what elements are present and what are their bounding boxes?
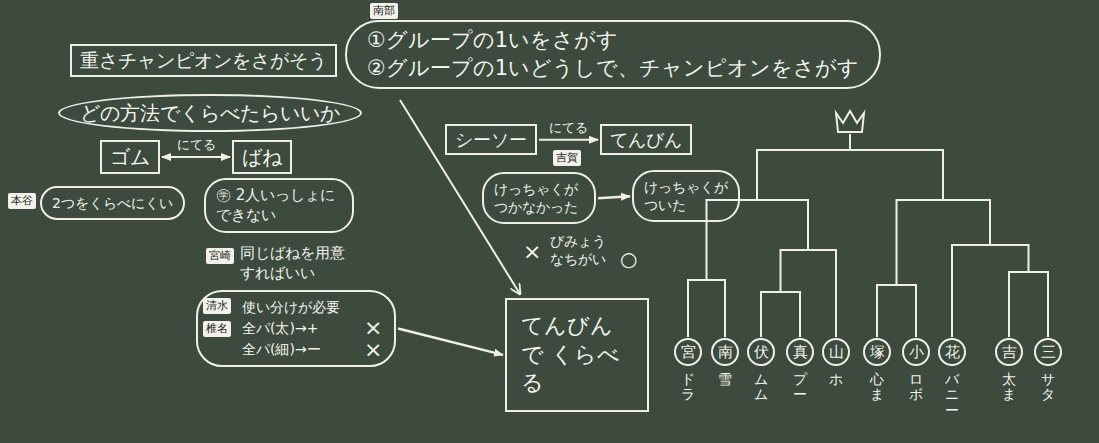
bracket-line (707, 200, 809, 280)
node-text: 伏 (749, 340, 773, 364)
bracket-line (781, 250, 837, 337)
node-text: けっちゃくがついた (644, 178, 728, 214)
player-circle: 南雪 (711, 338, 739, 366)
player-circle: 吉太ま (995, 338, 1023, 366)
node-text: 吉 (997, 340, 1021, 364)
player-name: 太ま (1002, 372, 1016, 403)
name-tag: 清水 (203, 298, 231, 314)
node-text: ばね (242, 144, 282, 170)
player-name: ロボ (909, 372, 923, 403)
crown-icon (836, 111, 864, 132)
tournament-bracket (688, 134, 1048, 337)
connector (539, 139, 598, 141)
node-text: ①グループの1いをさがす (367, 26, 859, 54)
player-name: 雪 (718, 372, 732, 387)
node-text: てんびんで くらべる (521, 312, 633, 398)
connector (598, 196, 630, 198)
method-box: ゴム (100, 140, 160, 174)
connector (398, 329, 503, 355)
title-box: 重さチャンピオンをさがそう (70, 44, 337, 77)
player-circle: 伏ムム (747, 338, 775, 366)
node-text: ゴム (110, 144, 150, 170)
name-tag: 本谷 (8, 193, 36, 209)
comment-bubble: けっちゃくがつかなかった (482, 172, 596, 224)
bracket-line (761, 292, 800, 337)
bracket-line (1009, 272, 1048, 337)
method-box: てんびん (600, 124, 692, 155)
player-name: ムム (754, 372, 768, 403)
node-text: 宮崎 (209, 249, 231, 263)
player-name: サタ (1041, 372, 1055, 403)
node-text: ㊫ 2人いっしょにできない (216, 186, 342, 225)
node-text: けっちゃくがつかなかった (494, 180, 584, 216)
note-text: 同じばねを用意 すればいい (240, 244, 352, 283)
connector (162, 156, 230, 158)
name-tag: 吉賀 (553, 150, 581, 166)
node-text: 清水 (206, 299, 228, 313)
edge-label: にてる (547, 120, 590, 136)
node-text: どの方法でくらべたらいいか (80, 100, 340, 126)
comment-bubble: けっちゃくがついた (632, 170, 740, 222)
conclusion-box: てんびんで くらべる (505, 298, 649, 412)
node-text: 本谷 (11, 194, 33, 208)
name-tag: 椎名 (203, 321, 231, 337)
bracket-line (877, 285, 916, 337)
cross-mark: × (523, 238, 541, 267)
player-name: ホ (829, 372, 843, 387)
node-text: 全パ(細)→ー (242, 339, 384, 360)
node-text: 宮 (676, 340, 700, 364)
method-box: ばね (232, 140, 292, 174)
node-text: 使い分けが必要 (242, 297, 384, 318)
bracket-line (849, 134, 851, 150)
bracket-line (897, 200, 991, 285)
cross-mark: × (364, 336, 382, 365)
circle-mark: ○ (620, 246, 637, 272)
node-text: 2つをくらべにくい (52, 194, 173, 212)
player-circle: 小ロボ (902, 338, 930, 366)
node-text: 塚 (865, 340, 889, 364)
player-name: ドラ (681, 372, 695, 403)
node-text: 三 (1036, 340, 1060, 364)
bracket-line (688, 280, 725, 337)
task-bubble: ①グループの1いをさがす②グループの1いどうしで、チャンピオンをさがす (345, 20, 881, 89)
node-text: 南部 (373, 4, 395, 18)
bracket-line (757, 150, 943, 200)
node-text: 山 (824, 340, 848, 364)
node-text: てんびん (610, 128, 682, 151)
player-circle: 花バニー (938, 338, 966, 366)
comment-bubble: ㊫ 2人いっしょにできない (204, 178, 354, 233)
name-tag: 南部 (370, 3, 398, 19)
note-text: びみょう なちがい (550, 232, 618, 268)
node-text: 吉賀 (556, 151, 578, 165)
node-text: シーソー (455, 128, 527, 151)
name-tag: 宮崎 (206, 248, 234, 264)
player-circle: 山ホ (822, 338, 850, 366)
question-oval: どの方法でくらべたらいいか (58, 94, 362, 132)
player-name: 心ま (870, 372, 884, 403)
player-circle: 真プー (786, 338, 814, 366)
node-text: 椎名 (206, 322, 228, 336)
player-name: バニー (945, 372, 959, 418)
comment-bubble: 2つをくらべにくい (40, 186, 185, 220)
method-box: シーソー (445, 124, 537, 155)
node-text: 小 (904, 340, 928, 364)
player-name: プー (793, 372, 807, 403)
bracket-line (952, 245, 1029, 337)
node-text: 全パ(太)→+ (242, 318, 384, 339)
node-text: 真 (788, 340, 812, 364)
edge-label: にてる (175, 137, 218, 153)
node-text: 花 (940, 340, 964, 364)
player-circle: 宮ドラ (674, 338, 702, 366)
node-text: ②グループの1いどうしで、チャンピオンをさがす (367, 54, 859, 82)
player-circle: 塚心ま (863, 338, 891, 366)
player-circle: 三サタ (1034, 338, 1062, 366)
node-text: 南 (713, 340, 737, 364)
